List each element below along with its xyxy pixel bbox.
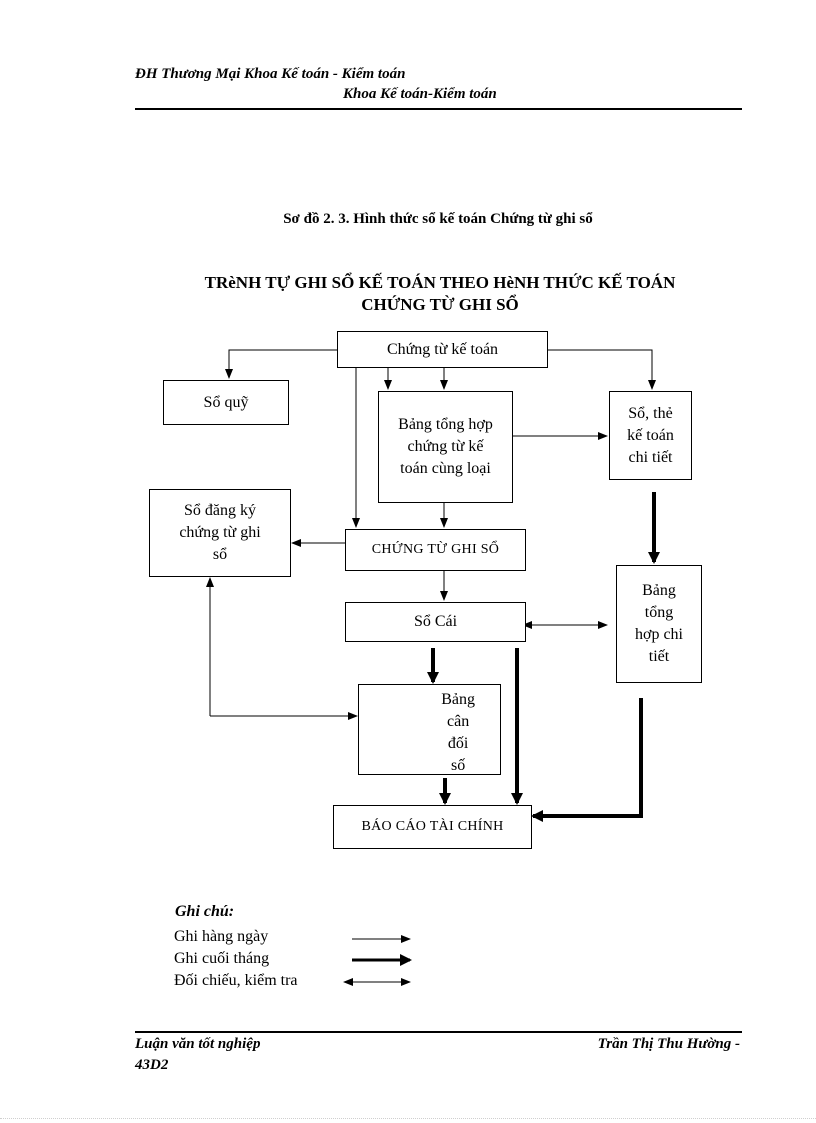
node-bcd-line-2: cân — [447, 713, 470, 730]
diagram-title: TRèNH TỰ GHI SỔ KẾ TOÁN THEO HèNH THỨC K… — [120, 272, 760, 316]
node-bthctiet-line-2: tổng — [644, 604, 674, 621]
node-bthctiet-line-3: hợp chi — [634, 626, 683, 643]
node-so-dang-ky-line-3: sổ — [212, 546, 228, 563]
node-bthct-line-2: chứng từ kế — [407, 438, 484, 455]
node-bang-tong-hop-chi-tiet: Bảng tổng hợp chi tiết — [616, 565, 702, 683]
figure-title: Sơ đồ 2. 3. Hình thức sổ kế toán Chứng t… — [283, 211, 593, 227]
arrow-ctkt-to-so-the — [548, 349, 656, 390]
node-so-dang-ky-line-2: chứng từ ghi — [179, 524, 261, 541]
arrow-bthctiet-to-bctc — [531, 698, 643, 822]
node-so-dang-ky-line-1: Sổ đăng ký — [184, 502, 256, 519]
node-bang-tong-hop-chung-tu: Bảng tổng hợp chứng từ kế toán cùng loại — [378, 391, 513, 503]
node-bang-can-doi: Bảng cân đối số — [358, 684, 501, 775]
node-bcd-line-3: đối — [447, 735, 469, 752]
legend-item-daily: Ghi hàng ngày — [174, 928, 269, 945]
node-bthctiet-line-1: Bảng — [642, 582, 676, 599]
node-bthct-line-1: Bảng tổng hợp — [398, 416, 493, 433]
page-bottom-dotted-line — [0, 1118, 816, 1119]
node-so-the-chi-tiet: Sổ, thẻ kế toán chi tiết — [609, 391, 692, 480]
node-so-the-line-1: Sổ, thẻ — [628, 404, 673, 422]
node-chung-tu-ke-toan: Chứng từ kế toán — [337, 331, 548, 368]
header-line-2: Khoa Kế toán-Kiểm toán — [343, 86, 497, 102]
footer-right: Trần Thị Thu Hường - — [597, 1036, 740, 1052]
node-so-dang-ky: Sổ đăng ký chứng từ ghi sổ — [149, 489, 291, 577]
arrow-ctkt-to-so-quy — [225, 349, 337, 379]
legend-item-compare: Đối chiếu, kiểm tra — [174, 972, 298, 989]
footer-left-line-2: 43D2 — [135, 1057, 169, 1073]
diagram-title-line-1: TRèNH TỰ GHI SỔ KẾ TOÁN THEO HèNH THỨC K… — [204, 273, 676, 292]
node-so-quy: Sổ quỹ — [163, 380, 289, 425]
node-chung-tu-ghi-so: CHỨNG TỪ GHI SỔ — [345, 529, 526, 571]
node-so-the-line-2: kế toán — [627, 426, 674, 444]
node-so-cai: Sổ Cái — [345, 602, 526, 642]
node-bcd-text: Bảng cân đối số — [441, 685, 475, 777]
header-rule — [135, 108, 742, 110]
node-so-quy-label: Sổ quỹ — [203, 393, 249, 411]
node-bthctiet-line-4: tiết — [648, 648, 670, 665]
node-chung-tu-ke-toan-label: Chứng từ kế toán — [386, 340, 499, 358]
legend-title: Ghi chú: — [175, 903, 235, 920]
node-so-cai-label: Sổ Cái — [413, 613, 458, 630]
node-bthct-line-3: toán cùng loại — [400, 460, 491, 477]
footer-rule — [135, 1031, 742, 1033]
footer-left-line-1: Luận văn tốt nghiệp — [135, 1036, 261, 1052]
node-bcd-line-4: số — [450, 757, 466, 774]
legend-item-month-end: Ghi cuối tháng — [174, 950, 270, 967]
header-line-1: ĐH Thương Mại Khoa Kế toán - Kiểm toán — [135, 66, 406, 82]
node-ctgs-label: CHỨNG TỪ GHI SỔ — [371, 542, 500, 557]
node-bcd-line-1: Bảng — [441, 691, 475, 708]
node-so-the-line-3: chi tiết — [628, 448, 673, 466]
diagram-title-line-2: CHỨNG TỪ GHI SỔ — [361, 295, 519, 314]
node-bao-cao-tai-chinh: BÁO CÁO TÀI CHÍNH — [333, 805, 532, 849]
node-bctc-label: BÁO CÁO TÀI CHÍNH — [361, 819, 504, 834]
